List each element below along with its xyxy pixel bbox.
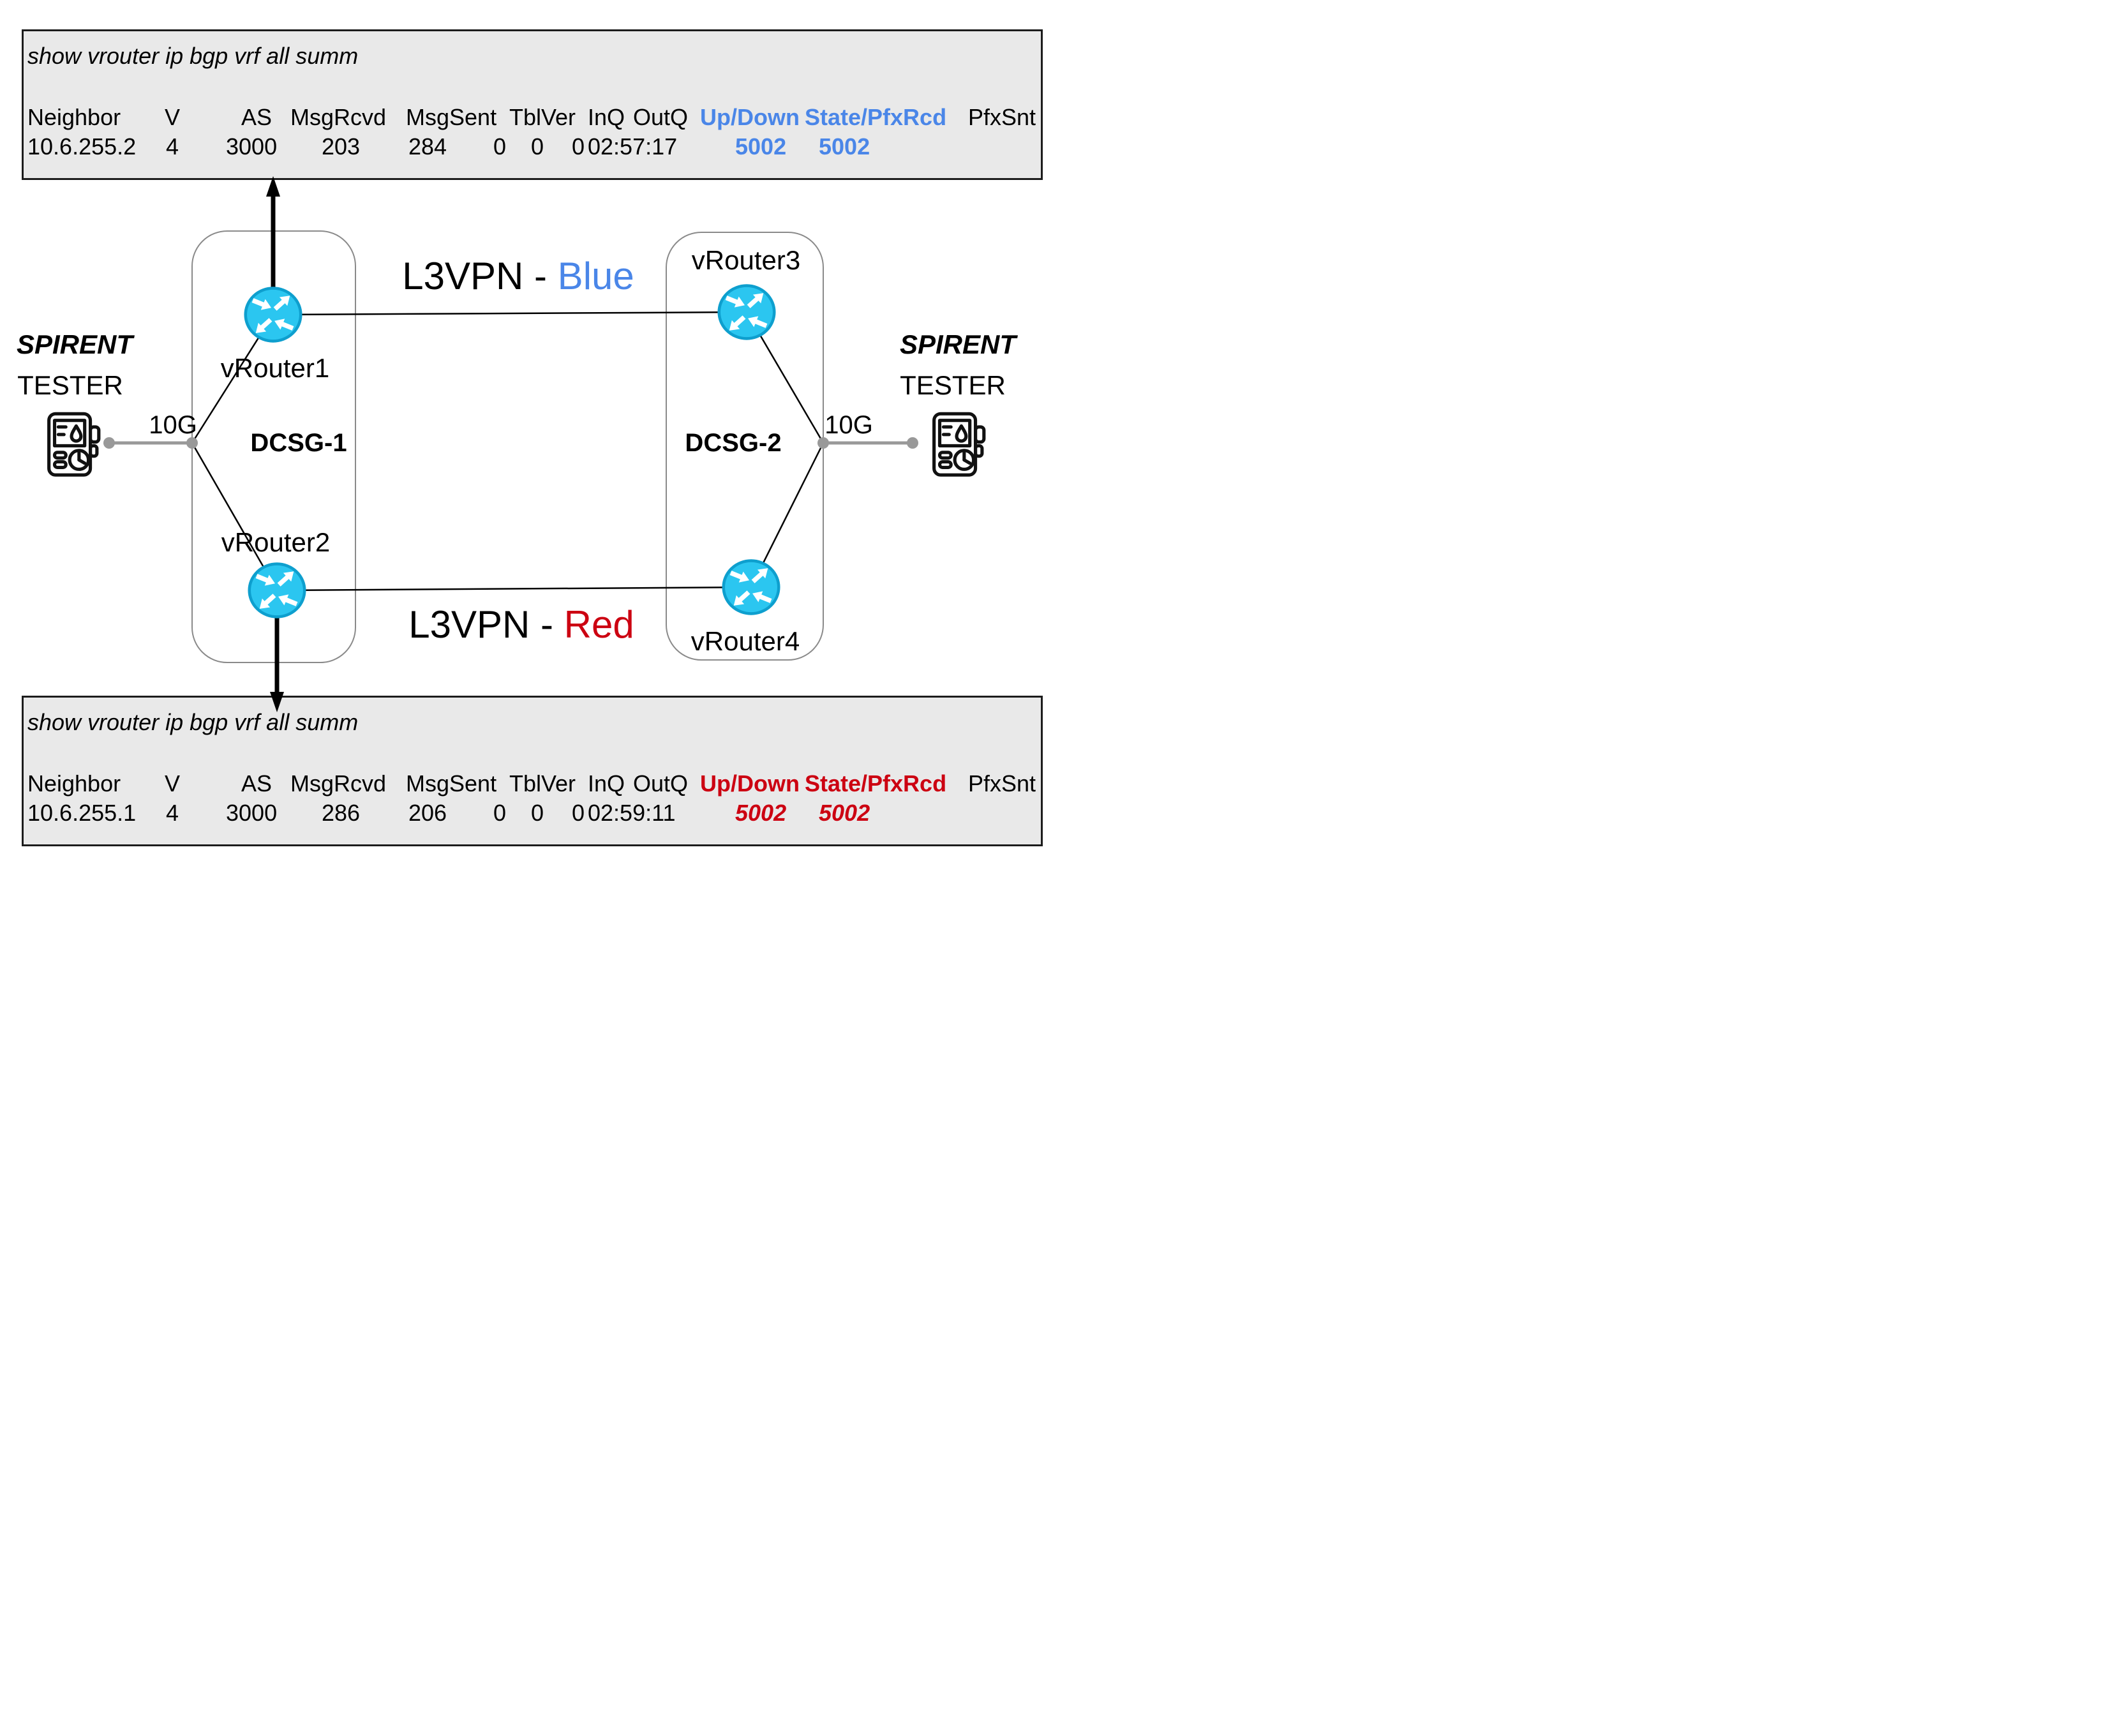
arrow-down-head: [270, 692, 284, 712]
th-inq: InQ: [588, 104, 625, 130]
td-outq: 0: [572, 133, 585, 160]
td-version: 4: [166, 800, 179, 826]
td-as: 3000: [226, 800, 278, 826]
vrouter4-router-icon: [720, 558, 782, 617]
endpoint-dot: [103, 437, 115, 449]
td-version: 4: [166, 133, 179, 160]
th-neighbor: Neighbor: [27, 770, 121, 797]
td-updown: 02:57:17: [588, 133, 678, 160]
th-outq: OutQ: [633, 104, 689, 130]
th-neighbor: Neighbor: [27, 104, 121, 130]
td-tblver: 0: [493, 133, 507, 160]
td-msgrcvd: 286: [322, 800, 361, 826]
bgp-summary-panel-vrouter2: show vrouter ip bgp vrf all summ Neighbo…: [22, 696, 1043, 846]
tester-label-left: TESTER: [17, 370, 123, 400]
l3vpn-blue-label: L3VPN - Blue: [402, 254, 634, 298]
vrouter3-label: vRouter3: [691, 245, 801, 275]
th-pfxsnt: PfxSnt: [968, 104, 1036, 130]
th-as: AS: [241, 770, 272, 797]
vrouter2-label: vRouter2: [221, 527, 331, 557]
th-msgrcvd: MsgRcvd: [290, 770, 387, 797]
topology-slide: show vrouter ip bgp vrf all summ Neighbo…: [0, 0, 1063, 868]
th-pfxsnt: PfxSnt: [968, 770, 1036, 797]
th-as: AS: [241, 104, 272, 130]
td-tblver: 0: [493, 800, 507, 826]
td-msgsent: 206: [408, 800, 447, 826]
arrow-up-head: [266, 176, 280, 197]
td-msgrcvd: 203: [322, 133, 361, 160]
l3vpn-red-prefix: L3VPN -: [408, 603, 564, 646]
dcsg1-label: DCSG-1: [250, 429, 347, 457]
endpoint-dot: [817, 437, 829, 449]
th-statepfxrcd: State/PfxRcd: [805, 104, 947, 130]
dcsg2-label: DCSG-2: [685, 429, 782, 457]
spirent-tester-right-icon: [921, 407, 996, 483]
th-msgsent: MsgSent: [406, 104, 497, 130]
vrouter1-label: vRouter1: [220, 353, 330, 383]
th-msgrcvd: MsgRcvd: [290, 104, 387, 130]
l3vpn-blue-word: Blue: [557, 255, 634, 297]
td-neighbor: 10.6.255.1: [27, 800, 137, 826]
port-speed-left: 10G: [149, 411, 197, 439]
link-l3vpn-red: [276, 586, 752, 592]
td-pfxsnt: 5002: [819, 800, 870, 826]
td-statepfxrcd: 5002: [735, 800, 787, 826]
link-junction-to-vrouter2: [191, 442, 278, 591]
th-updown: Up/Down: [700, 104, 800, 130]
td-outq: 0: [572, 800, 585, 826]
endpoint-dot: [186, 437, 198, 449]
th-outq: OutQ: [633, 770, 689, 797]
cli-command: show vrouter ip bgp vrf all summ: [27, 43, 359, 69]
l3vpn-red-label: L3VPN - Red: [408, 602, 634, 647]
port-speed-right: 10G: [825, 411, 873, 439]
th-updown: Up/Down: [700, 770, 800, 797]
th-tblver: TblVer: [509, 770, 576, 797]
l3vpn-blue-prefix: L3VPN -: [402, 255, 558, 297]
vrouter2-router-icon: [246, 561, 308, 620]
bgp-table-data-row: 10.6.255.1 4 3000 286 206 0 0 0 02:59:11…: [24, 800, 1041, 829]
vrouter4-label: vRouter4: [690, 626, 800, 656]
bgp-table-header-row: Neighbor V AS MsgRcvd MsgSent TblVer InQ…: [24, 104, 1041, 133]
bgp-table-header-row: Neighbor V AS MsgRcvd MsgSent TblVer InQ…: [24, 770, 1041, 800]
bgp-table-data-row: 10.6.255.2 4 3000 203 284 0 0 0 02:57:17…: [24, 133, 1041, 163]
td-neighbor: 10.6.255.2: [27, 133, 137, 160]
th-statepfxrcd: State/PfxRcd: [805, 770, 947, 797]
td-updown: 02:59:11: [588, 800, 676, 826]
l3vpn-red-word: Red: [563, 603, 634, 646]
th-version: V: [165, 770, 181, 797]
vrouter3-router-icon: [716, 283, 777, 341]
td-inq: 0: [531, 800, 544, 826]
td-statepfxrcd: 5002: [735, 133, 787, 160]
vrouter1-router-icon: [243, 285, 304, 344]
th-version: V: [165, 104, 181, 130]
spirent-brand-right: SPIRENT: [899, 329, 1017, 359]
td-as: 3000: [226, 133, 278, 160]
spirent-tester-left-icon: [36, 407, 111, 483]
th-tblver: TblVer: [509, 104, 576, 130]
bgp-summary-panel-vrouter1: show vrouter ip bgp vrf all summ Neighbo…: [22, 29, 1043, 180]
spirent-brand-left: SPIRENT: [16, 329, 133, 359]
td-inq: 0: [531, 133, 544, 160]
th-msgsent: MsgSent: [406, 770, 497, 797]
link-l3vpn-blue: [272, 311, 747, 316]
td-pfxsnt: 5002: [819, 133, 870, 160]
tester-label-right: TESTER: [900, 370, 1006, 400]
td-msgsent: 284: [408, 133, 447, 160]
cli-command: show vrouter ip bgp vrf all summ: [27, 709, 359, 735]
th-inq: InQ: [588, 770, 625, 797]
endpoint-dot: [907, 437, 918, 449]
